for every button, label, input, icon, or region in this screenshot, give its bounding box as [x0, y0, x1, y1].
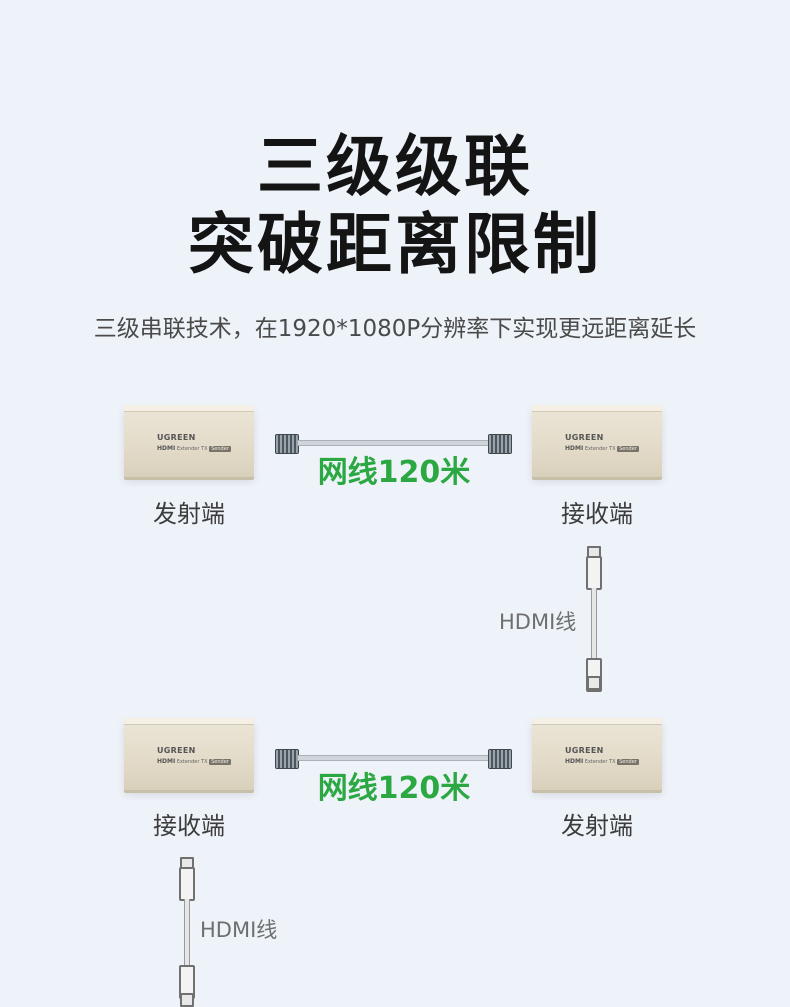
device-model: HDMI Extender TX Sender [157, 758, 231, 765]
device-brand: UGREEN [157, 746, 196, 755]
row2-left-label: 接收端 [153, 812, 225, 840]
row1-cable-label: 网线120米 [317, 455, 471, 490]
headline-line-2: 突破距离限制 [188, 206, 602, 283]
hdmi-cable-line [184, 899, 190, 969]
hdmi-cable-label: HDMI线 [499, 610, 577, 634]
device-model: HDMI Extender TX Sender [565, 758, 639, 765]
device-brand: UGREEN [565, 433, 604, 442]
network-cable-line [298, 755, 488, 761]
hdmi-cable-line [591, 588, 597, 658]
subtitle: 三级串联技术，在1920*1080P分辨率下实现更远距离延长 [93, 316, 697, 342]
network-connector-icon [275, 749, 299, 769]
headline-line-1: 三级级联 [257, 128, 533, 205]
row1-left-label: 发射端 [153, 500, 225, 528]
hdmi-plug-icon [179, 867, 195, 901]
network-connector-icon [275, 434, 299, 454]
hdmi-cable-label: HDMI线 [200, 918, 278, 942]
network-connector-icon [488, 434, 512, 454]
network-cable-line [298, 440, 488, 446]
network-connector-icon [488, 749, 512, 769]
hdmi-connector-icon [180, 993, 194, 1007]
device-model: HDMI Extender TX Sender [157, 445, 231, 452]
device-brand: UGREEN [157, 433, 196, 442]
device-brand: UGREEN [565, 746, 604, 755]
hdmi-connector-icon [587, 676, 601, 690]
sender-device-image: UGREEN HDMI Extender TX Sender [124, 405, 254, 477]
row2-right-label: 发射端 [561, 812, 633, 840]
hdmi-plug-icon [586, 556, 602, 590]
row2-cable-label: 网线120米 [317, 771, 471, 806]
receiver-device-image: UGREEN HDMI Extender TX Sender [532, 405, 662, 477]
sender-device-image: UGREEN HDMI Extender TX Sender [532, 718, 662, 790]
device-model: HDMI Extender TX Sender [565, 445, 639, 452]
receiver-device-image: UGREEN HDMI Extender TX Sender [124, 718, 254, 790]
row1-right-label: 接收端 [561, 500, 633, 528]
